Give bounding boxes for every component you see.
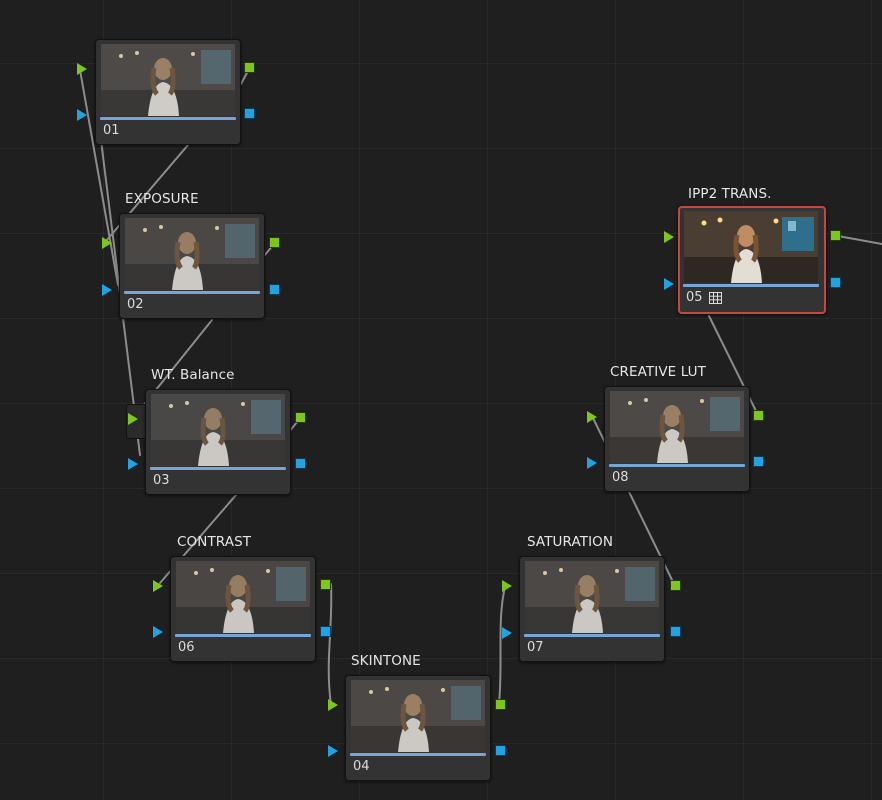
alpha-input-port[interactable] <box>153 626 163 638</box>
node-08[interactable]: 08 <box>604 386 750 492</box>
node-thumbnail <box>101 44 235 116</box>
rgb-output-port[interactable] <box>295 412 306 423</box>
alpha-output-port[interactable] <box>320 626 331 637</box>
node-03[interactable]: 03 <box>145 389 291 495</box>
alpha-output-port[interactable] <box>830 277 841 288</box>
node-thumbnail <box>525 561 659 633</box>
node-progress-bar <box>609 464 745 467</box>
alpha-output-port[interactable] <box>495 745 506 756</box>
wire-source-01 <box>79 69 119 286</box>
rgb-output-port[interactable] <box>753 410 764 421</box>
node-progress-bar <box>524 634 660 637</box>
node-05[interactable]: 05 <box>678 206 826 314</box>
alpha-input-port[interactable] <box>328 745 338 757</box>
node-number: 03 <box>153 473 170 488</box>
node-label: SATURATION <box>527 534 614 550</box>
rgb-input-port[interactable] <box>77 63 87 75</box>
alpha-output-port[interactable] <box>269 284 280 295</box>
node-thumbnail <box>176 561 310 633</box>
node-label: EXPOSURE <box>125 191 199 207</box>
rgb-output-port[interactable] <box>320 579 331 590</box>
node-number: 04 <box>353 759 370 774</box>
node-02[interactable]: 02 <box>119 213 265 319</box>
alpha-input-port[interactable] <box>128 458 138 470</box>
node-progress-bar <box>175 634 311 637</box>
wire-05-output[interactable] <box>837 235 882 245</box>
rgb-input-port[interactable] <box>153 580 163 592</box>
node-number: 08 <box>612 470 629 485</box>
lut-grid-icon <box>708 291 722 304</box>
rgb-output-port[interactable] <box>830 230 841 241</box>
rgb-input-port[interactable] <box>328 699 338 711</box>
node-thumbnail <box>610 391 744 463</box>
rgb-output-port[interactable] <box>269 237 280 248</box>
alpha-output-port[interactable] <box>753 456 764 467</box>
node-label: CREATIVE LUT <box>610 364 706 380</box>
node-progress-bar <box>124 291 260 294</box>
rgb-output-port[interactable] <box>670 580 681 591</box>
node-04[interactable]: 04 <box>345 675 491 781</box>
node-progress-bar <box>683 284 819 287</box>
wire-04-07[interactable] <box>498 586 506 705</box>
node-progress-bar <box>350 753 486 756</box>
node-01[interactable]: 01 <box>95 39 241 145</box>
rgb-input-port[interactable] <box>664 231 674 243</box>
alpha-input-port[interactable] <box>587 457 597 469</box>
node-number: 01 <box>103 123 120 138</box>
alpha-input-port[interactable] <box>664 278 674 290</box>
node-label: WT. Balance <box>151 367 235 383</box>
alpha-input-port[interactable] <box>77 109 87 121</box>
rgb-output-port[interactable] <box>495 699 506 710</box>
wire-06-04[interactable] <box>327 583 333 706</box>
node-label: CONTRAST <box>177 534 252 550</box>
node-thumbnail <box>125 218 259 290</box>
node-label: SKINTONE <box>351 653 421 669</box>
node-thumbnail <box>684 211 818 283</box>
node-06[interactable]: 06 <box>170 556 316 662</box>
node-label: IPP2 TRANS. <box>688 186 772 202</box>
node-07[interactable]: 07 <box>519 556 665 662</box>
alpha-output-port[interactable] <box>295 458 306 469</box>
alpha-output-port[interactable] <box>670 626 681 637</box>
alpha-input-port[interactable] <box>502 627 512 639</box>
rgb-input-port[interactable] <box>502 580 512 592</box>
rgb-input-port[interactable] <box>587 411 597 423</box>
node-thumbnail <box>351 680 485 752</box>
node-thumbnail <box>151 394 285 466</box>
alpha-input-port[interactable] <box>102 284 112 296</box>
node-number: 05 <box>686 290 703 305</box>
node-number: 07 <box>527 640 544 655</box>
node-number: 02 <box>127 297 144 312</box>
rgb-output-port[interactable] <box>244 62 255 73</box>
node-progress-bar <box>150 467 286 470</box>
node-number: 06 <box>178 640 195 655</box>
node-progress-bar <box>100 117 236 120</box>
alpha-output-port[interactable] <box>244 108 255 119</box>
rgb-input-port[interactable] <box>102 237 112 249</box>
rgb-input-port[interactable] <box>128 413 138 425</box>
